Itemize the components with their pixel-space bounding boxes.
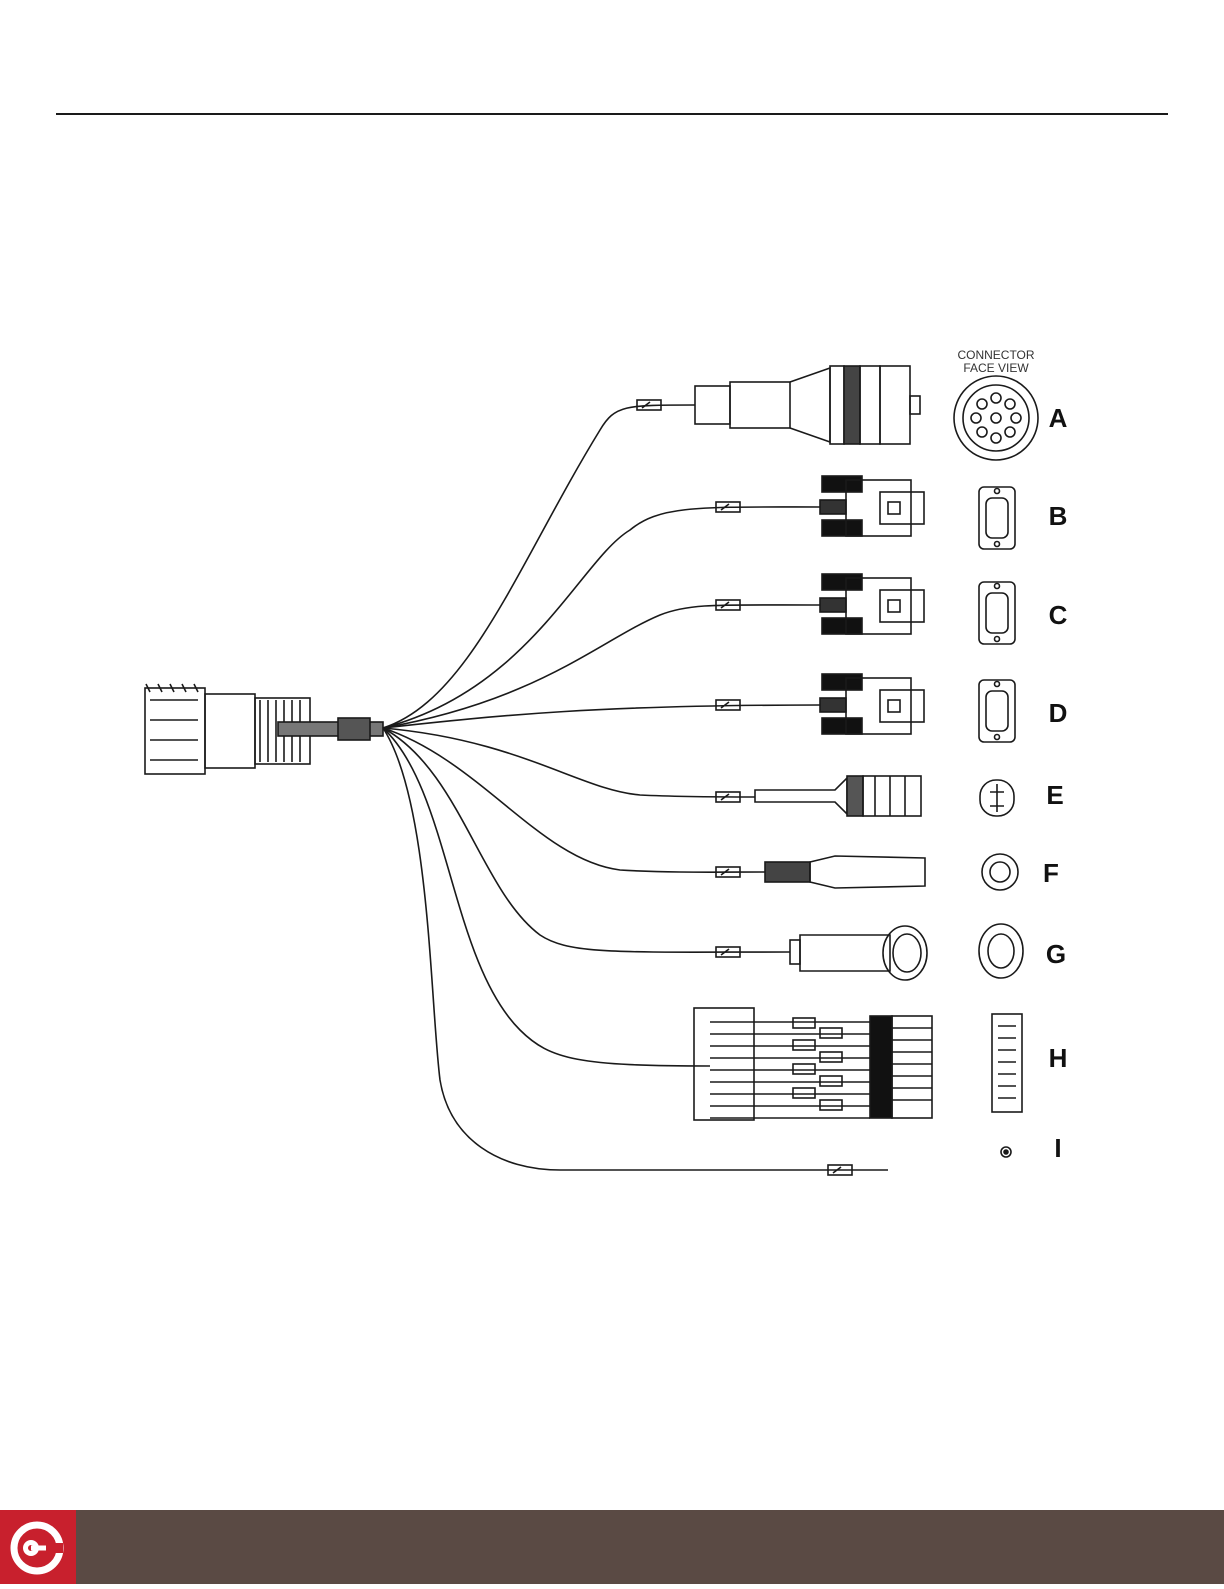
circular-brand-logo-icon: [0, 1510, 76, 1584]
footer-bar: [0, 1510, 1224, 1584]
cable-h: [383, 728, 710, 1066]
connector-h-body: [694, 1008, 932, 1120]
cable-g: [383, 728, 790, 952]
face-view-d: [979, 680, 1015, 742]
connector-label-a: A: [1049, 403, 1068, 433]
face-view-c: [979, 582, 1015, 644]
connector-c-body: [820, 574, 924, 634]
connector-label-e: E: [1046, 780, 1063, 810]
connector-label-g: G: [1046, 939, 1066, 969]
connector-label-f: F: [1043, 858, 1059, 888]
connector-d-body: [820, 674, 924, 734]
main-connector: [145, 684, 383, 774]
face-view-g: [979, 924, 1023, 978]
cable-d: [383, 705, 820, 728]
connector-label-c: C: [1049, 600, 1068, 630]
connector-f-body: [765, 856, 925, 888]
face-view-label-line1: CONNECTOR: [957, 348, 1034, 362]
connector-g-body: [790, 926, 927, 980]
face-view-b: [979, 487, 1015, 549]
connector-label-d: D: [1049, 698, 1068, 728]
cable-e: [383, 728, 755, 797]
connector-label-i: I: [1054, 1133, 1061, 1163]
face-view-label-line2: FACE VIEW: [963, 361, 1029, 375]
face-view-e: [980, 780, 1014, 816]
connector-label-h: H: [1049, 1043, 1068, 1073]
face-view-a: [954, 376, 1038, 460]
connector-e-body: [755, 776, 921, 816]
face-view-f: [982, 854, 1018, 890]
cable-f: [383, 728, 765, 872]
cable-b: [383, 507, 820, 728]
face-view-i: [1001, 1147, 1011, 1157]
face-view-h: [992, 1014, 1022, 1112]
brand-logo[interactable]: [0, 1510, 76, 1584]
connector-a-body: [695, 366, 920, 444]
connector-b-body: [820, 476, 924, 536]
connector-label-b: B: [1049, 501, 1068, 531]
